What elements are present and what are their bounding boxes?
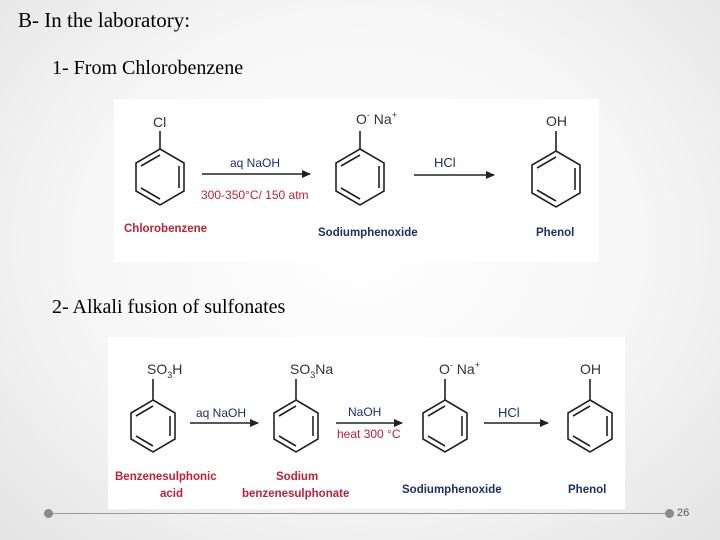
- label-sodiumphenoxide: Sodiumphenoxide: [402, 484, 502, 496]
- reaction-scheme-sulfonates: SO3H aq NaOH SO3Na NaOH heat 300 °C O- N…: [108, 337, 625, 509]
- reaction-diagram-1: Cl aq NaOH 300-350°C/ 150 atm O- Na+ HCl…: [124, 110, 581, 239]
- slide-heading: B- In the laboratory:: [18, 8, 191, 32]
- substituent-so3na: SO3Na: [290, 361, 333, 380]
- substituent-oh: OH: [546, 113, 567, 129]
- footer-dot-left: [44, 509, 53, 518]
- reagent-conditions: 300-350°C/ 150 atm: [201, 188, 309, 202]
- benzene-ring-sulphonic-acid: [130, 379, 176, 453]
- label-sodiumphenoxide: Sodiumphenoxide: [318, 227, 418, 239]
- section2-title: 2- Alkali fusion of sulfonates: [52, 296, 286, 318]
- page-number: 26: [677, 507, 690, 519]
- phenoxide-oxygen: O- Na+: [439, 360, 480, 377]
- reagent-aq-naoh: aq NaOH: [230, 156, 280, 170]
- benzene-ring-phenoxide: [422, 379, 468, 453]
- label-benzenesulphonic-line1: Benzenesulphonic: [115, 471, 217, 483]
- label-phenol: Phenol: [568, 484, 606, 496]
- benzene-ring-phenoxide: [335, 131, 385, 206]
- reagent-heat: heat 300 °C: [337, 427, 401, 441]
- substituent-oh: OH: [580, 361, 601, 377]
- reagent-hcl: HCl: [434, 155, 456, 170]
- label-sodium-line2: benzenesulphonate: [242, 488, 349, 500]
- section1-title: 1- From Chlorobenzene: [52, 57, 244, 79]
- label-phenol: Phenol: [536, 227, 574, 239]
- benzene-ring-chlorobenzene: [135, 131, 185, 206]
- phenoxide-oxygen: O- Na+: [356, 110, 397, 127]
- reaction-scheme-chlorobenzene: Cl aq NaOH 300-350°C/ 150 atm O- Na+ HCl…: [114, 99, 599, 262]
- reagent-aq-naoh: aq NaOH: [196, 406, 246, 420]
- reaction-diagram-2: SO3H aq NaOH SO3Na NaOH heat 300 °C O- N…: [115, 360, 613, 500]
- label-chlorobenzene: Chlorobenzene: [124, 223, 207, 235]
- substituent-so3h: SO3H: [147, 361, 182, 380]
- benzene-ring-phenol: [567, 379, 613, 453]
- benzene-ring-phenol: [531, 131, 581, 208]
- footer-divider: [48, 513, 670, 514]
- benzene-ring-sodium-sulphonate: [273, 379, 319, 453]
- footer-dot-right: [665, 509, 674, 518]
- reagent-hcl: HCl: [498, 405, 520, 420]
- label-sodium-line1: Sodium: [276, 471, 318, 483]
- reagent-naoh: NaOH: [348, 405, 381, 419]
- label-benzenesulphonic-line2: acid: [160, 488, 183, 500]
- substituent-cl: Cl: [153, 114, 166, 130]
